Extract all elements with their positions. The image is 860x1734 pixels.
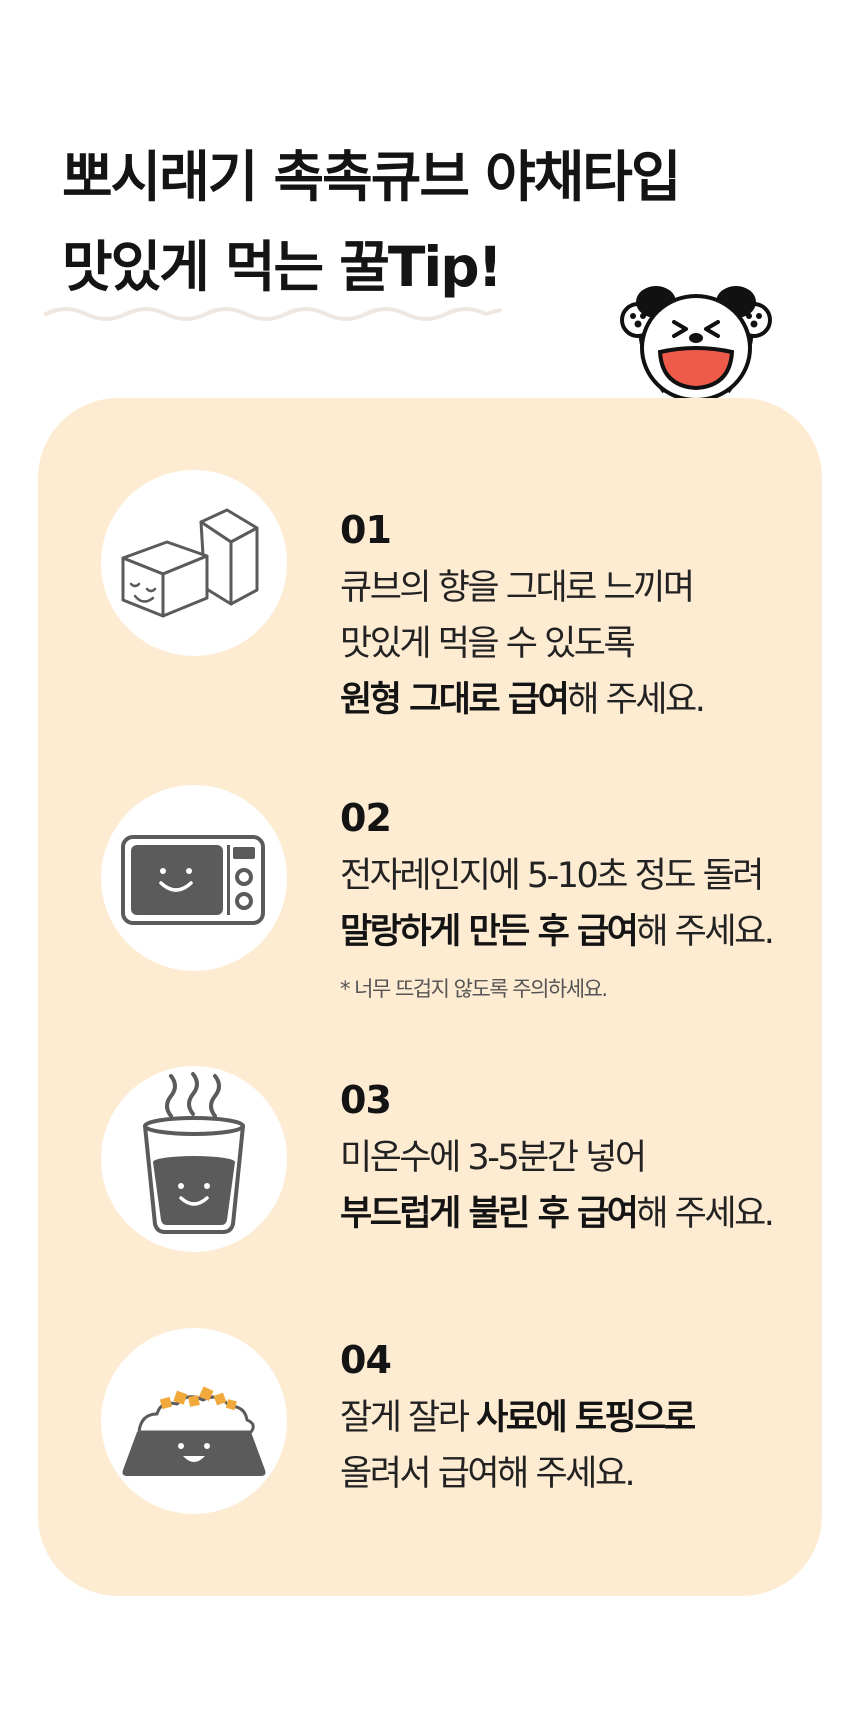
step-line: 맛있게 먹을 수 있도록 — [340, 624, 636, 664]
step-number: 03 — [340, 1078, 392, 1122]
step-text: 02 전자레인지에 5-10초 정도 돌려 말랑하게 만든 후 급여해 주세요.… — [340, 796, 810, 1004]
step-text: 03 미온수에 3-5분간 넣어 부드럽게 불린 후 급여해 주세요. — [340, 1078, 810, 1242]
food-bowl-icon — [122, 1386, 266, 1476]
wave-underline-icon — [44, 307, 502, 321]
icon-circle — [101, 785, 287, 971]
icon-circle — [101, 1066, 287, 1252]
step-line: 큐브의 향을 그대로 느끼며 — [340, 568, 695, 608]
step-line: 올려서 급여해 주세요. — [340, 1454, 636, 1494]
icon-circle — [101, 1328, 287, 1514]
step-number: 01 — [340, 508, 392, 552]
puppy-mascot-icon — [620, 286, 772, 402]
step-emphasis: 부드럽게 불린 후 급여 — [340, 1194, 639, 1234]
step-line: 원형 그대로 급여해 주세요. — [340, 680, 706, 720]
cube-icon — [121, 508, 259, 618]
step-emphasis: 원형 그대로 급여 — [340, 680, 570, 720]
title-line-1: 뽀시래기 촉촉큐브 야채타입 — [62, 145, 682, 209]
step-emphasis: 사료에 토핑으로 — [476, 1398, 696, 1438]
warm-water-cup-icon — [143, 1072, 245, 1234]
step-line: 부드럽게 불린 후 급여해 주세요. — [340, 1194, 775, 1234]
step-line: 말랑하게 만든 후 급여해 주세요. — [340, 912, 775, 952]
step-text: 04 잘게 잘라 사료에 토핑으로 올려서 급여해 주세요. — [340, 1338, 810, 1502]
step-note: * 너무 뜨겁지 않도록 주의하세요. — [340, 977, 608, 1001]
step-number: 02 — [340, 796, 392, 840]
step-line: 전자레인지에 5-10초 정도 돌려 — [340, 856, 765, 896]
step-line: 미온수에 3-5분간 넣어 — [340, 1138, 647, 1178]
title-line-2: 맛있게 먹는 꿀Tip! — [62, 235, 503, 299]
icon-circle — [101, 470, 287, 656]
step-text: 01 큐브의 향을 그대로 느끼며 맛있게 먹을 수 있도록 원형 그대로 급여… — [340, 508, 810, 728]
microwave-icon — [121, 835, 265, 925]
tips-card: 01 큐브의 향을 그대로 느끼며 맛있게 먹을 수 있도록 원형 그대로 급여… — [38, 398, 822, 1596]
step-emphasis: 말랑하게 만든 후 급여 — [340, 912, 639, 952]
step-number: 04 — [340, 1338, 392, 1382]
page-title: 뽀시래기 촉촉큐브 야채타입 맛있게 먹는 꿀Tip! — [62, 132, 762, 312]
step-line: 잘게 잘라 사료에 토핑으로 — [340, 1398, 696, 1438]
